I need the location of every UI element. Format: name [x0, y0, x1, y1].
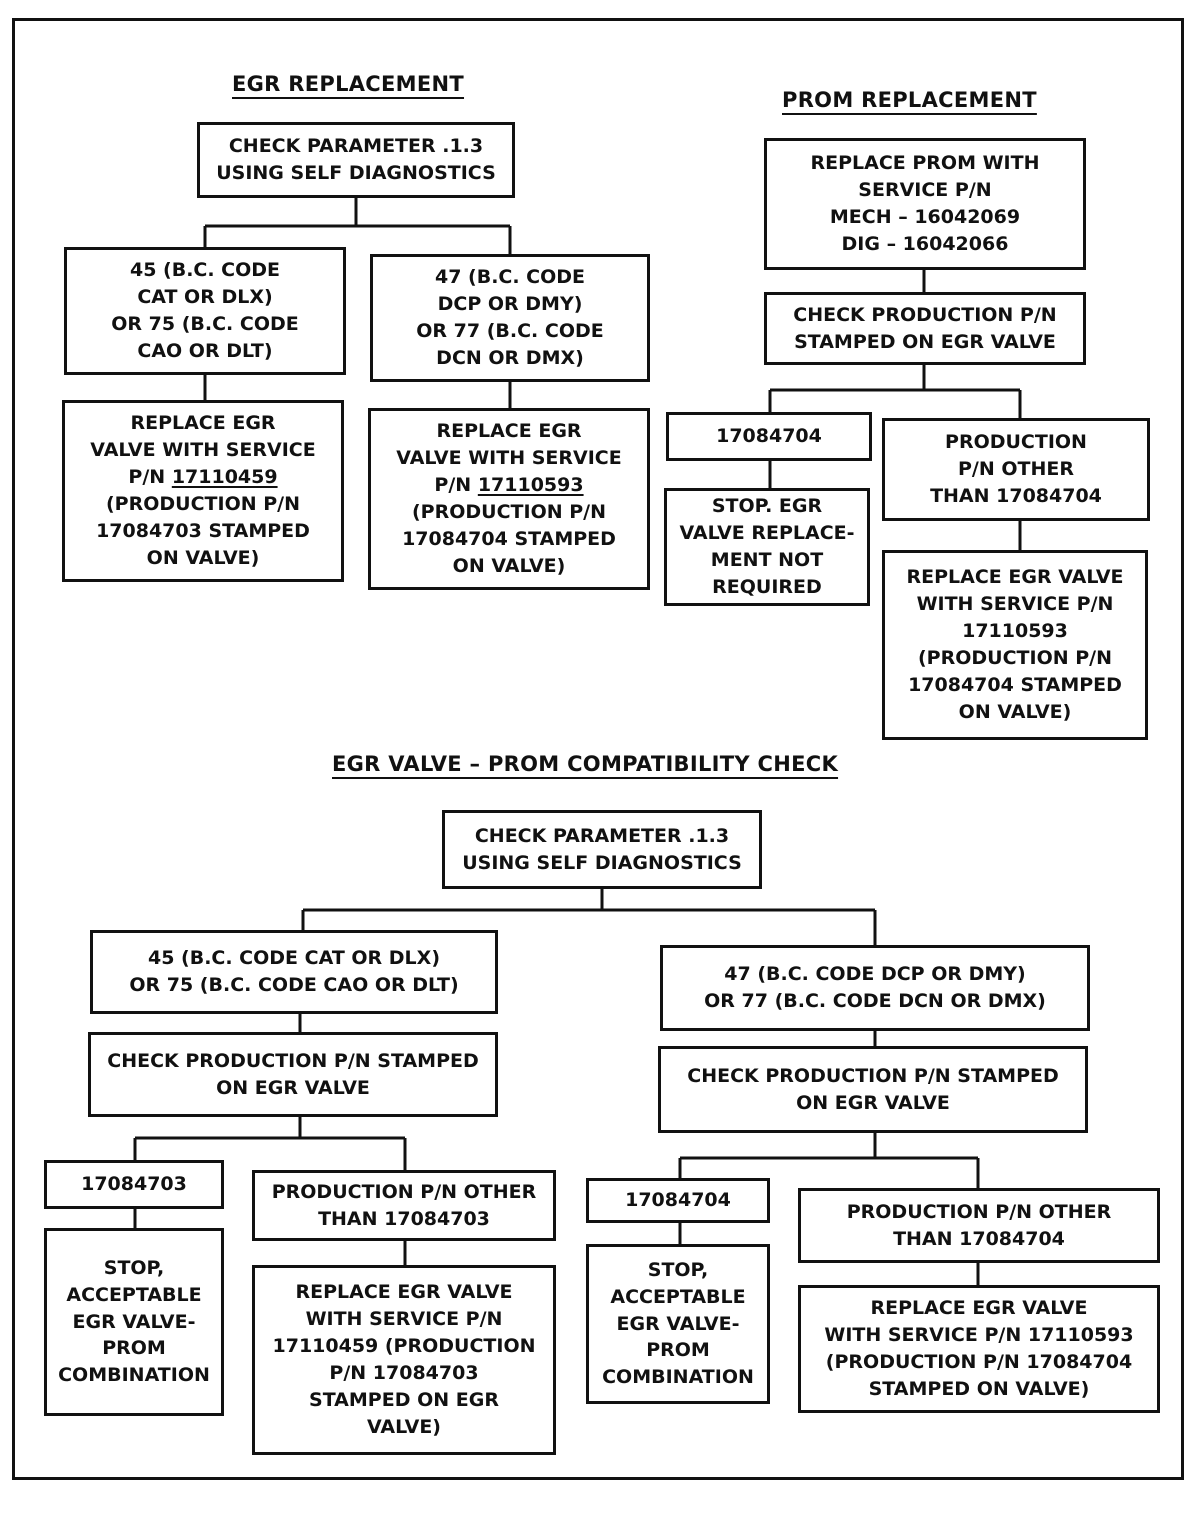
compatibility-check-title: EGR VALVE – PROM COMPATIBILITY CHECK [332, 752, 839, 776]
box-text: 45 (B.C. CODE CAT OR DLX) OR 75 (B.C. CO… [129, 947, 459, 996]
box-text: PRODUCTION P/N OTHER THAN 17084704 [846, 1200, 1112, 1250]
box-text: STOP. EGR VALVE REPLACE- MENT NOT REQUIR… [679, 495, 855, 598]
egr-check-parameter-box: CHECK PARAMETER .1.3 USING SELF DIAGNOST… [197, 122, 515, 198]
compat-code-47-77-box: 47 (B.C. CODE DCP OR DMY) OR 77 (B.C. CO… [660, 945, 1090, 1031]
compat-check-parameter-box: CHECK PARAMETER .1.3 USING SELF DIAGNOST… [442, 810, 762, 889]
box-text: 47 (B.C. CODE DCP OR DMY) OR 77 (B.C. CO… [416, 266, 604, 369]
box-text: CHECK PRODUCTION P/N STAMPED ON EGR VALV… [793, 303, 1057, 353]
box-text: REPLACE EGR VALVE WITH SERVICE P/N 17110… [90, 412, 316, 569]
service-part-number: 17110593 [477, 474, 584, 497]
prom-stop-box: STOP. EGR VALVE REPLACE- MENT NOT REQUIR… [664, 488, 870, 606]
prom-replacement-title: PROM REPLACEMENT [782, 88, 1037, 112]
box-text: 17084704 [716, 425, 822, 448]
box-text: CHECK PARAMETER .1.3 USING SELF DIAGNOST… [462, 824, 742, 874]
egr-code-47-77-box: 47 (B.C. CODE DCP OR DMY) OR 77 (B.C. CO… [370, 254, 650, 382]
prom-check-production-box: CHECK PRODUCTION P/N STAMPED ON EGR VALV… [764, 292, 1086, 365]
box-text: CHECK PRODUCTION P/N STAMPED ON EGR VALV… [687, 1064, 1059, 1114]
egr-replace-17110593-box: REPLACE EGR VALVE WITH SERVICE P/N 17110… [368, 408, 650, 590]
egr-replace-17110459-box: REPLACE EGR VALVE WITH SERVICE P/N 17110… [62, 400, 344, 582]
box-text: 17084703 [81, 1173, 187, 1196]
box-text: STOP, ACCEPTABLE EGR VALVE- PROM COMBINA… [602, 1258, 754, 1389]
service-part-number: 17110459 [171, 466, 278, 489]
box-text: REPLACE EGR VALVE WITH SERVICE P/N 17110… [396, 420, 622, 577]
compat-other-17084703-box: PRODUCTION P/N OTHER THAN 17084703 [252, 1170, 556, 1241]
box-text: 45 (B.C. CODE CAT OR DLX) OR 75 (B.C. CO… [111, 259, 299, 362]
compat-code-45-75-box: 45 (B.C. CODE CAT OR DLX) OR 75 (B.C. CO… [90, 930, 498, 1014]
compat-left-stop-box: STOP, ACCEPTABLE EGR VALVE- PROM COMBINA… [44, 1228, 224, 1416]
compat-other-17084704-box: PRODUCTION P/N OTHER THAN 17084704 [798, 1188, 1160, 1263]
diagram-frame [12, 18, 1184, 1480]
compat-17084703-box: 17084703 [44, 1160, 224, 1209]
compat-17084704-box: 17084704 [586, 1178, 770, 1223]
box-text: REPLACE EGR VALVE WITH SERVICE P/N 17110… [906, 566, 1124, 723]
box-text: REPLACE EGR VALVE WITH SERVICE P/N 17110… [272, 1281, 536, 1438]
box-text: PRODUCTION P/N OTHER THAN 17084704 [930, 431, 1102, 507]
box-text: 17084704 [625, 1189, 731, 1212]
prom-17084704-box: 17084704 [666, 412, 872, 461]
box-text: CHECK PRODUCTION P/N STAMPED ON EGR VALV… [107, 1049, 479, 1099]
compat-left-check-production-box: CHECK PRODUCTION P/N STAMPED ON EGR VALV… [88, 1032, 498, 1117]
egr-replacement-title: EGR REPLACEMENT [232, 72, 465, 96]
box-text: REPLACE EGR VALVE WITH SERVICE P/N 17110… [824, 1297, 1134, 1400]
box-text: PRODUCTION P/N OTHER THAN 17084703 [271, 1180, 537, 1230]
compat-right-check-production-box: CHECK PRODUCTION P/N STAMPED ON EGR VALV… [658, 1046, 1088, 1133]
prom-other-production-box: PRODUCTION P/N OTHER THAN 17084704 [882, 418, 1150, 521]
prom-replace-egr-box: REPLACE EGR VALVE WITH SERVICE P/N 17110… [882, 550, 1148, 740]
egr-code-45-75-box: 45 (B.C. CODE CAT OR DLX) OR 75 (B.C. CO… [64, 247, 346, 375]
prom-replace-box: REPLACE PROM WITH SERVICE P/N MECH – 160… [764, 138, 1086, 270]
compat-left-replace-box: REPLACE EGR VALVE WITH SERVICE P/N 17110… [252, 1265, 556, 1455]
compat-right-stop-box: STOP, ACCEPTABLE EGR VALVE- PROM COMBINA… [586, 1244, 770, 1404]
box-text: STOP, ACCEPTABLE EGR VALVE- PROM COMBINA… [58, 1256, 210, 1387]
box-text: CHECK PARAMETER .1.3 USING SELF DIAGNOST… [216, 135, 496, 184]
box-text: 47 (B.C. CODE DCP OR DMY) OR 77 (B.C. CO… [704, 963, 1046, 1012]
compat-right-replace-box: REPLACE EGR VALVE WITH SERVICE P/N 17110… [798, 1285, 1160, 1413]
box-text: REPLACE PROM WITH SERVICE P/N MECH – 160… [810, 152, 1040, 255]
